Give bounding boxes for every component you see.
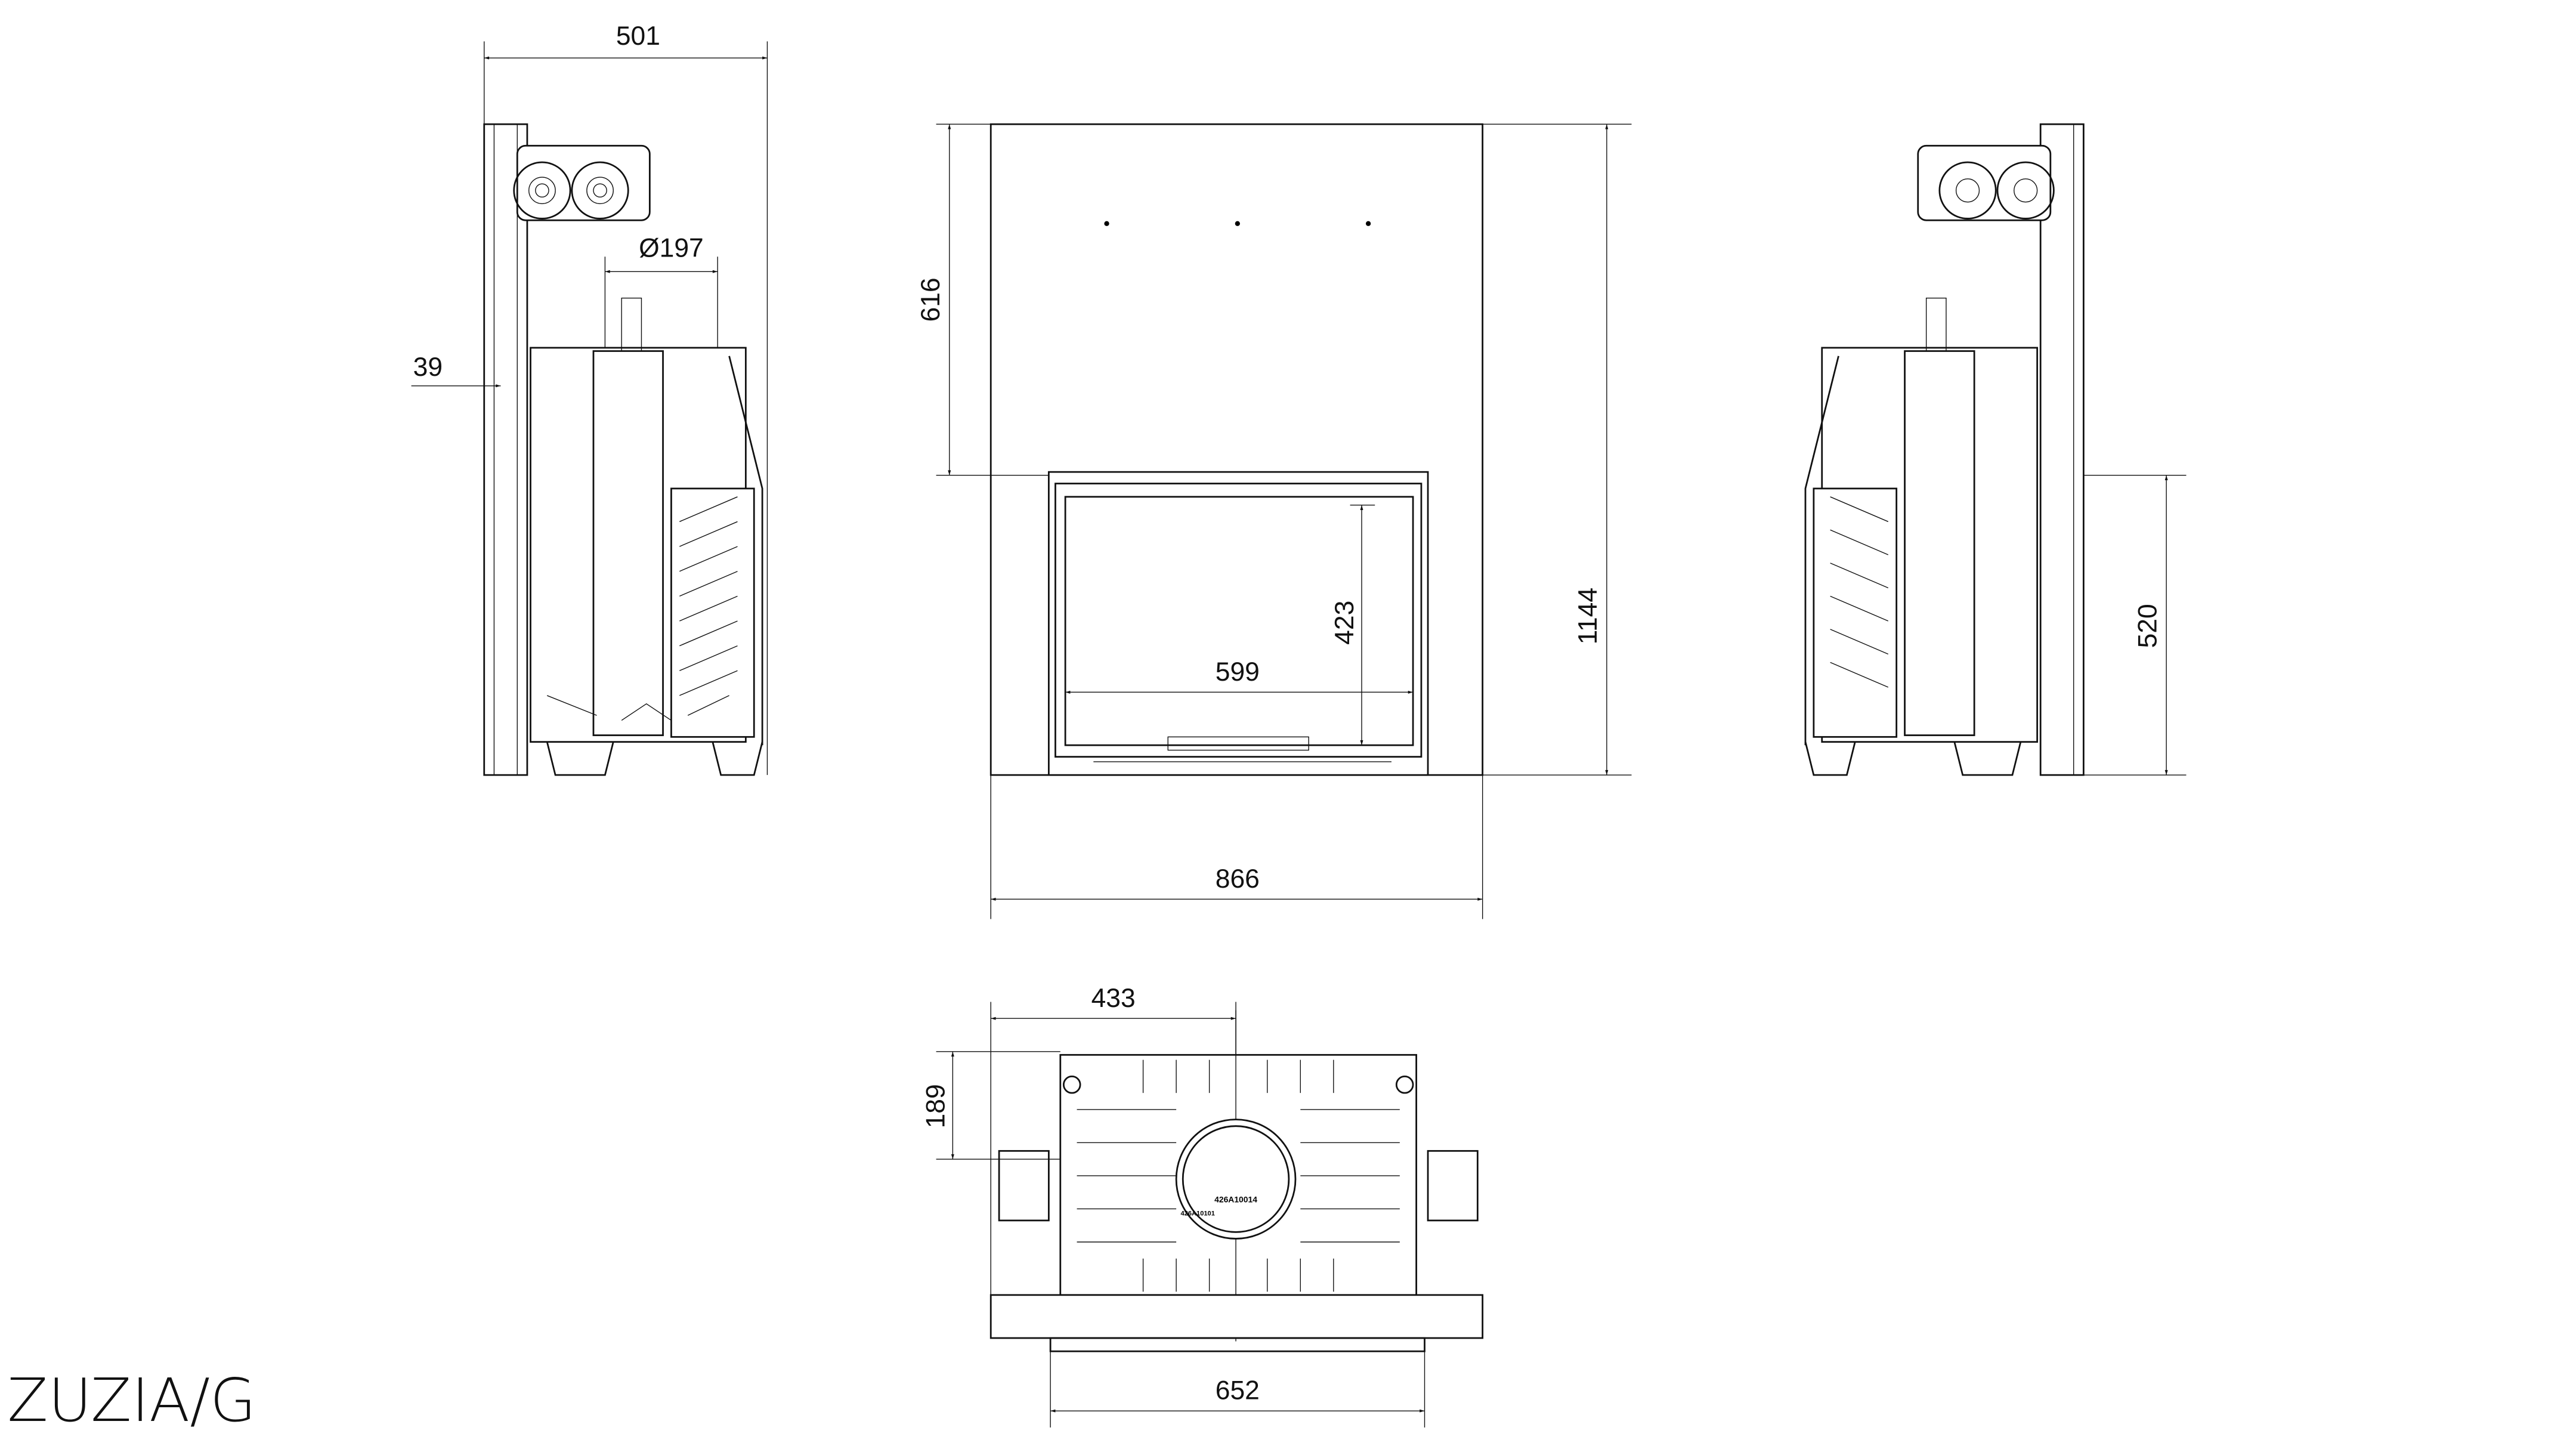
dimension-top-height: 616 <box>916 277 945 322</box>
dimension-flue-diameter: Ø197 <box>639 233 704 262</box>
dimension-depth: 189 <box>921 1084 950 1128</box>
part-code: 426A10014 <box>1214 1194 1257 1204</box>
dimension-half-width: 433 <box>1091 984 1136 1013</box>
side-view-left: 501 Ø197 39 <box>411 21 768 776</box>
dimension-total-width: 866 <box>1216 864 1260 894</box>
drawing-title: ZUZIA/G <box>7 1365 256 1435</box>
front-view: 616 1144 423 599 866 <box>916 123 1632 919</box>
dimension-base-height: 520 <box>2133 604 2163 648</box>
dimension-total-height: 1144 <box>1573 588 1603 645</box>
side-view-right: 520 <box>1804 123 2187 776</box>
dimension-base-width: 652 <box>1216 1376 1260 1405</box>
dimension-glass-height: 423 <box>1330 601 1359 645</box>
roller-icon <box>513 161 571 220</box>
dimension-offset: 39 <box>413 353 443 382</box>
part-code: 426A10101 <box>1181 1210 1215 1218</box>
roller-icon <box>571 161 629 220</box>
dimension-glass-width: 599 <box>1216 657 1260 687</box>
dimension-width: 501 <box>616 21 660 51</box>
bottom-view: 426A10014 426A10101 433 189 652 <box>921 984 1484 1428</box>
